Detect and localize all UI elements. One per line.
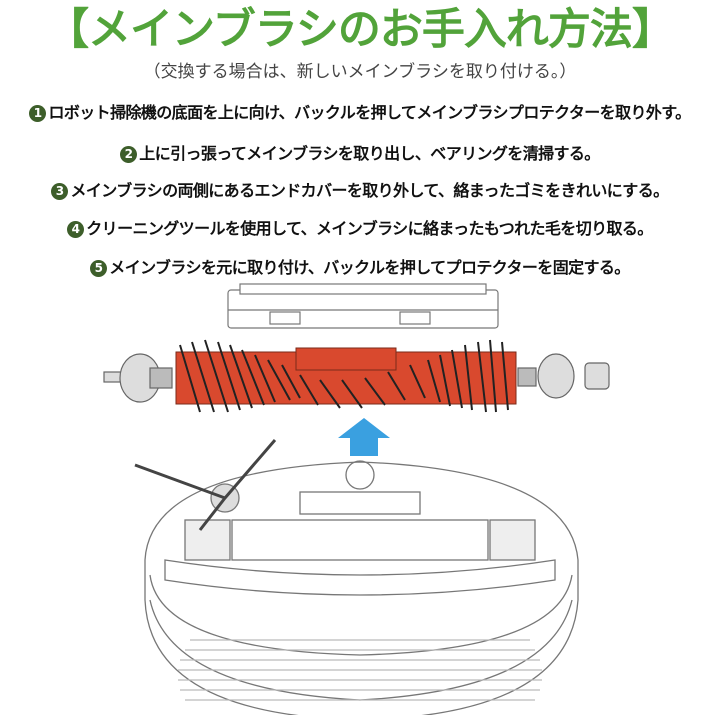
step-text: メインブラシの両側にあるエンドカバーを取り外して、絡まったゴミをきれいにする。 bbox=[70, 181, 669, 200]
step-number-badge: 4 bbox=[67, 221, 85, 238]
page-title: 【メインブラシのお手入れ方法】 bbox=[46, 5, 675, 55]
step-text: クリーニングツールを使用して、メインブラシに絡まったもつれた毛を切り取る。 bbox=[86, 219, 653, 238]
up-arrow-icon bbox=[338, 418, 390, 456]
step-number-badge: 1 bbox=[29, 105, 47, 122]
right-end-cap bbox=[517, 353, 610, 399]
subtitle: （交換する場合は、新しいメインブラシを取り付ける。） bbox=[143, 62, 577, 82]
robot-vacuum bbox=[134, 439, 579, 715]
step-number-badge: 3 bbox=[51, 183, 69, 200]
step-text: ロボット掃除機の底面を上に向け、バックルを押してメインブラシプロテクターを取り外… bbox=[48, 103, 691, 122]
step-text: 上に引っ張ってメインブラシを取り出し、ベアリングを清掃する。 bbox=[139, 144, 600, 163]
step-number-badge: 5 bbox=[90, 260, 108, 277]
brush-protector bbox=[227, 283, 499, 329]
step-text: メインブラシを元に取り付け、バックルを押してプロテクターを固定する。 bbox=[109, 258, 630, 277]
main-brush bbox=[175, 339, 517, 413]
left-end-cap bbox=[103, 353, 173, 403]
step-number-badge: 2 bbox=[120, 146, 138, 163]
